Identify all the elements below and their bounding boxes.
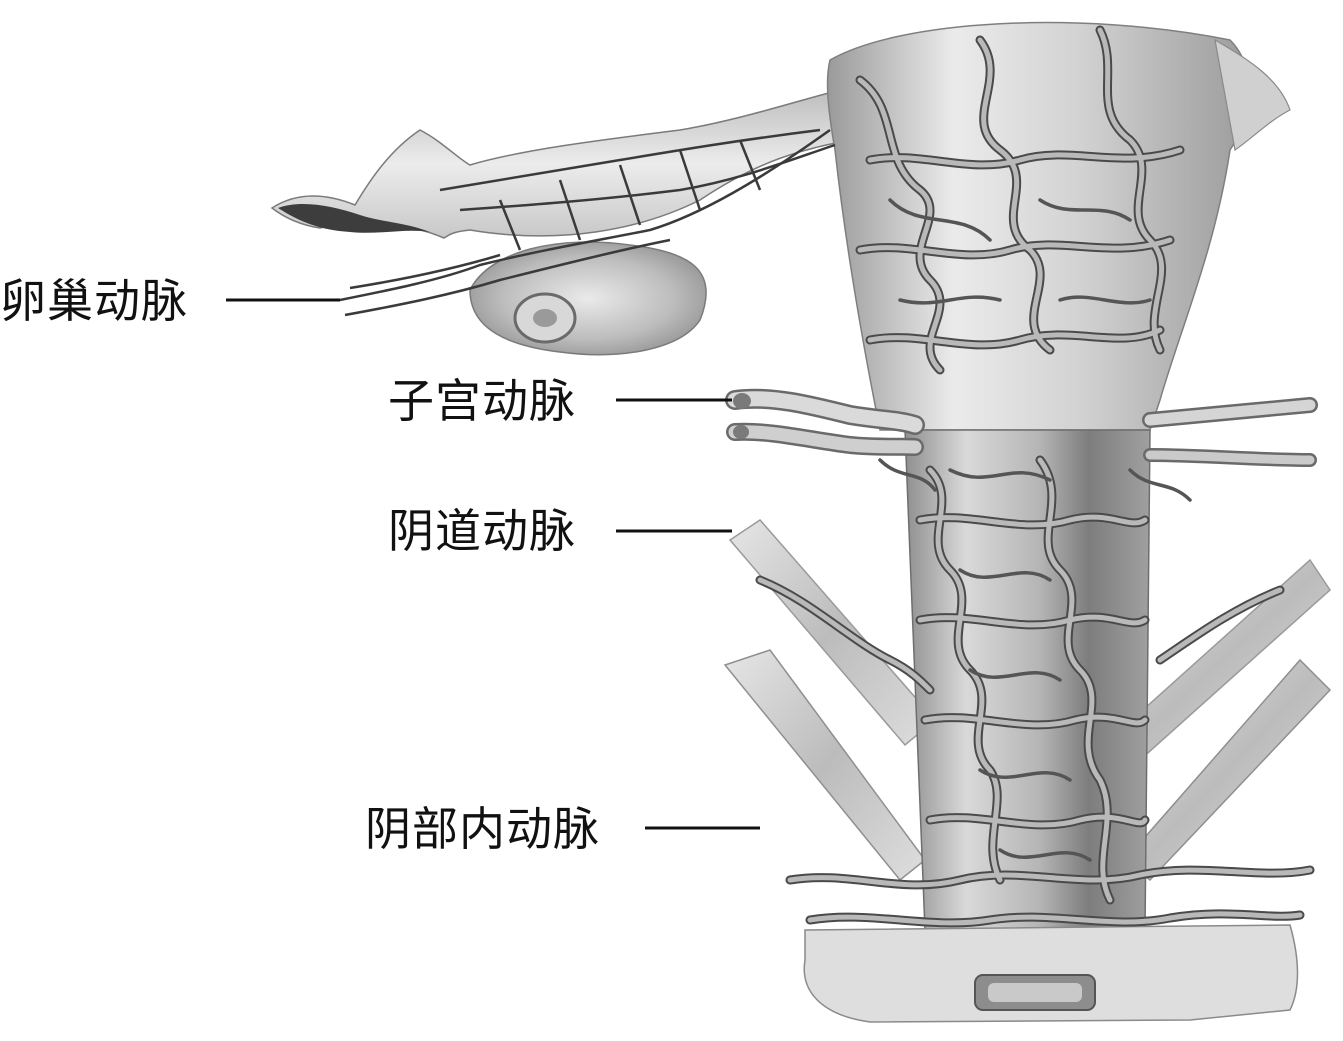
uterus (826, 21, 1291, 431)
fallopian-tube (270, 89, 851, 239)
vascular-network (755, 25, 1315, 928)
uterine-artery-vessel (725, 388, 1318, 467)
ovarian-artery-vessel (339, 128, 836, 317)
uterine-artery-label: 子宫动脉 (388, 374, 576, 428)
vaginal-artery-label: 阴道动脉 (388, 504, 576, 558)
perineal-base (803, 924, 1299, 1023)
internal-pudendal-artery-label: 阴部内动脉 (365, 802, 600, 856)
ovary (469, 241, 707, 356)
ovarian-artery-label: 卵巢动脉 (0, 274, 188, 328)
pelvic-muscle-bands (723, 519, 1332, 882)
